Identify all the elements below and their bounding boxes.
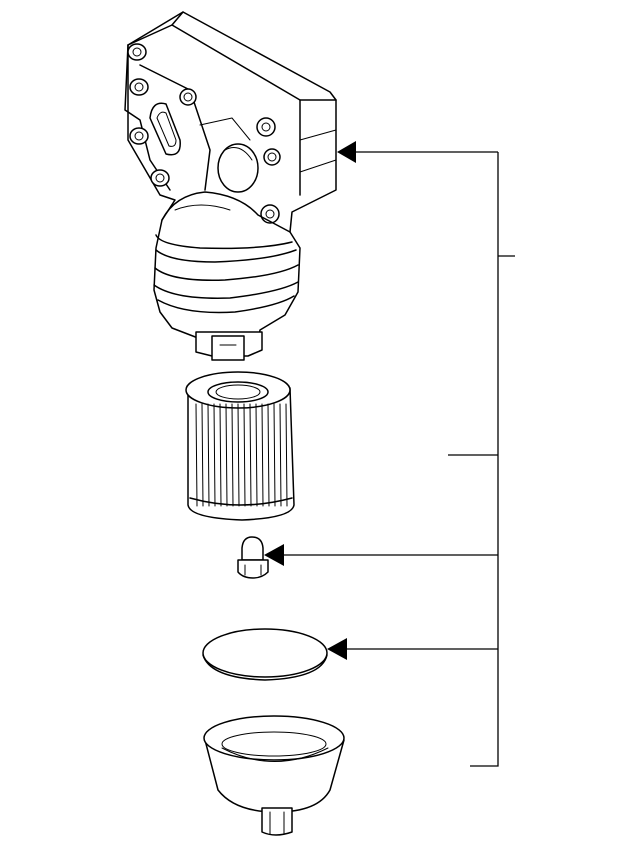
bolt-hole [260,204,280,224]
filter-pleat [279,403,282,507]
callout-arrow [327,638,347,660]
bolt-hole [127,43,147,61]
bolt-hole [179,88,197,106]
callout-arrow [337,141,356,163]
filter-pleat [207,403,210,507]
callout-trunk [470,152,499,767]
bolt-hole [263,148,281,166]
bolt-hole [256,117,276,137]
filter-pleat [213,403,216,507]
drain-plug-icon [237,536,269,579]
filter-pleat [195,403,198,507]
filter-element-icon [185,371,295,521]
filter-cap-icon [203,715,345,836]
filter-pleat [285,403,288,507]
filter-pleat [231,403,234,507]
outlet-port [217,143,259,193]
mounting-slot [149,102,181,156]
bolt-hole [129,127,149,145]
callout-bracket [264,141,515,767]
filter-pleat [201,403,204,507]
filter-pleat [219,403,222,507]
filter-pleat [261,403,264,507]
filter-pleat [249,403,252,507]
filter-pleat [225,403,228,507]
filter-pleat [243,403,246,507]
filter-pleat [267,403,270,507]
bolt-hole [129,78,149,96]
bolt-hole [150,169,170,187]
filter-pleat [237,403,240,507]
seal-ring-icon [202,628,328,681]
oil-filter-housing-icon [124,11,337,361]
filter-pleat [255,403,258,507]
filter-pleat [273,403,276,507]
callout-arrow [264,544,284,566]
